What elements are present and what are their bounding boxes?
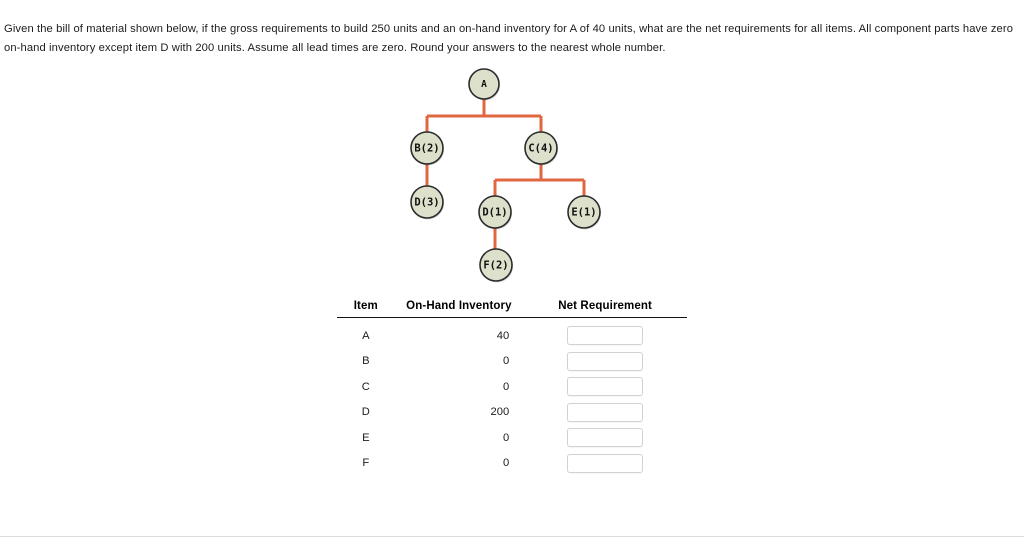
- node-shadow-E1: [569, 197, 601, 230]
- net-requirement-input-A[interactable]: [567, 326, 644, 346]
- cell-item-F: F: [362, 457, 370, 470]
- tree-node-E1: E(1): [567, 195, 601, 230]
- node-label-E1: E(1): [571, 207, 596, 219]
- header-item: Item: [353, 300, 378, 312]
- header-on-hand: On-Hand Inventory: [406, 300, 512, 312]
- cell-net-requirement-A: [523, 318, 687, 349]
- cell-net-requirement-C: [523, 374, 687, 400]
- node-shadow-A: [470, 70, 500, 101]
- node-label-A: A: [481, 79, 487, 90]
- cell-on-hand-D: 200: [490, 406, 510, 419]
- tree-nodes: A B(2) C(4) D(3) D(1) E(1) F(2): [410, 68, 601, 283]
- tree-node-B2: B(2): [410, 131, 444, 166]
- prompt-line-1: Given the bill of material shown below, …: [4, 23, 1014, 35]
- table-row: A 40: [337, 318, 687, 349]
- node-circle-B2: [410, 131, 444, 165]
- table-header-row: Item On-Hand Inventory Net Requirement: [337, 300, 687, 318]
- table-row: D 200: [337, 400, 687, 426]
- tree-node-C4: C(4): [524, 131, 558, 166]
- node-circle-E1: [567, 195, 601, 229]
- cell-on-hand-C: 0: [502, 380, 510, 393]
- page-bottom-divider: [0, 536, 1024, 537]
- node-shadow-D1: [480, 197, 512, 230]
- cell-net-requirement-F: [523, 451, 687, 477]
- cell-net-requirement-E: [523, 425, 687, 451]
- node-shadow-C4: [526, 133, 558, 166]
- tree-node-D1: D(1): [478, 195, 512, 230]
- node-shadow-D3: [412, 187, 444, 220]
- node-circle-A: [468, 68, 500, 100]
- cell-item-E: E: [362, 431, 370, 444]
- table-head: Item On-Hand Inventory Net Requirement: [337, 300, 687, 318]
- net-requirement-input-C[interactable]: [567, 377, 644, 397]
- cell-item-D: D: [361, 406, 370, 419]
- node-label-D3: D(3): [414, 197, 439, 209]
- requirements-table: Item On-Hand Inventory Net Requirement A…: [337, 300, 687, 476]
- cell-on-hand-E: 0: [502, 431, 510, 444]
- cell-item-C: C: [361, 380, 370, 393]
- node-shadow-B2: [412, 133, 444, 166]
- tree-node-A: A: [468, 68, 500, 101]
- node-circle-F2: [479, 248, 513, 282]
- cell-on-hand-A: 40: [496, 329, 510, 342]
- tree-connectors: [425, 99, 586, 249]
- header-net-requirement: Net Requirement: [558, 300, 652, 312]
- net-requirement-table: Item On-Hand Inventory Net Requirement A…: [337, 300, 687, 476]
- net-requirement-input-E[interactable]: [567, 428, 644, 448]
- net-requirement-input-F[interactable]: [567, 453, 644, 473]
- node-label-C4: C(4): [528, 143, 553, 155]
- cell-item-A: A: [362, 329, 370, 342]
- net-requirement-input-D[interactable]: [567, 402, 644, 422]
- cell-on-hand-B: 0: [502, 355, 510, 368]
- node-label-B2: B(2): [414, 143, 439, 155]
- cell-net-requirement-D: [523, 400, 687, 426]
- node-shadow-F2: [481, 250, 513, 283]
- tree-node-F2: F(2): [479, 248, 513, 283]
- node-circle-D3: [410, 185, 444, 219]
- cell-on-hand-F: 0: [502, 457, 510, 470]
- prompt-line-2: on-hand inventory except item D with 200…: [4, 42, 666, 54]
- node-label-F2: F(2): [483, 260, 508, 272]
- cell-item-B: B: [362, 355, 370, 368]
- cell-net-requirement-B: [523, 349, 687, 375]
- node-circle-D1: [478, 195, 512, 229]
- tree-node-D3: D(3): [410, 185, 444, 220]
- node-label-D1: D(1): [482, 207, 507, 219]
- node-circle-C4: [524, 131, 558, 165]
- question-prompt: Given the bill of material shown below, …: [4, 20, 1018, 58]
- net-requirement-input-B[interactable]: [567, 351, 644, 371]
